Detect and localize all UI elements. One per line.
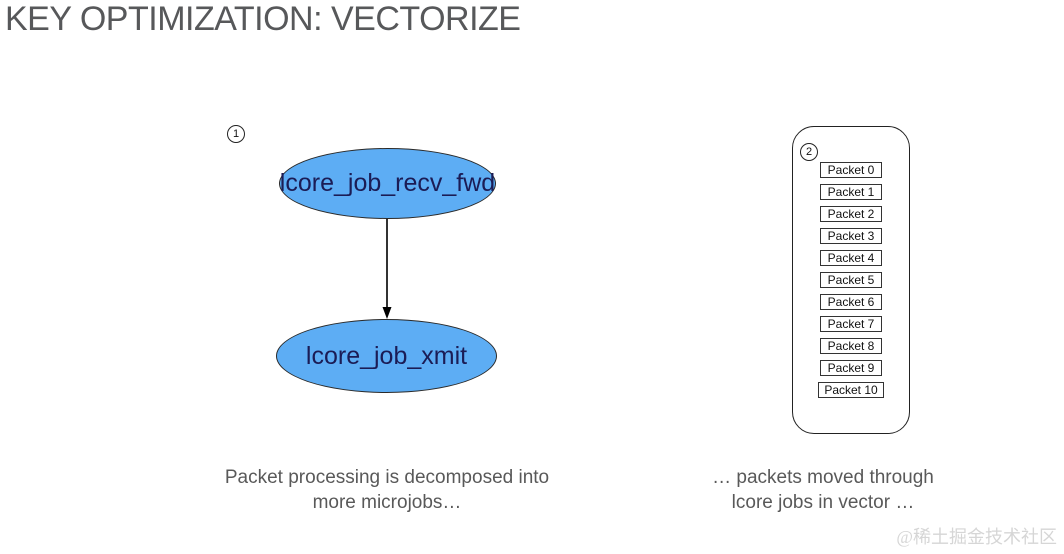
caption-line: Packet processing is decomposed into [224,467,550,488]
step-1-badge: 1 [227,125,245,143]
node-label: lcore_job_xmit [305,341,468,370]
caption-left: Packet processing is decomposed into mor… [185,465,589,515]
caption-line: … packets moved through [712,467,934,488]
packet-box: Packet 0 [820,162,882,178]
packet-box: Packet 3 [820,228,882,244]
caption-line: lcore jobs in vector … [731,492,915,513]
packet-box: Packet 5 [820,272,882,288]
node-lcore-job-recv-fwd: lcore_job_recv_fwd [279,148,496,219]
step-2-badge: 2 [800,143,818,161]
vector-container: 2 Packet 0 Packet 1 Packet 2 Packet 3 Pa… [792,126,910,434]
packet-box: Packet 8 [820,338,882,354]
caption-right: … packets moved through lcore jobs in ve… [673,465,973,515]
packet-list: Packet 0 Packet 1 Packet 2 Packet 3 Pack… [793,162,909,398]
caption-line: more microjobs… [312,492,462,513]
node-label: lcore_job_recv_fwd [279,169,496,197]
packet-box: Packet 7 [820,316,882,332]
packet-box: Packet 10 [818,382,884,398]
packet-box: Packet 2 [820,206,882,222]
packet-box: Packet 9 [820,360,882,376]
packet-box: Packet 4 [820,250,882,266]
arrow-down-icon [382,219,392,319]
packet-box: Packet 6 [820,294,882,310]
node-lcore-job-xmit: lcore_job_xmit [276,319,497,393]
watermark: @稀土掘金技术社区 [896,527,1057,547]
page-title: KEY OPTIMIZATION: VECTORIZE [5,0,521,38]
packet-box: Packet 1 [820,184,882,200]
